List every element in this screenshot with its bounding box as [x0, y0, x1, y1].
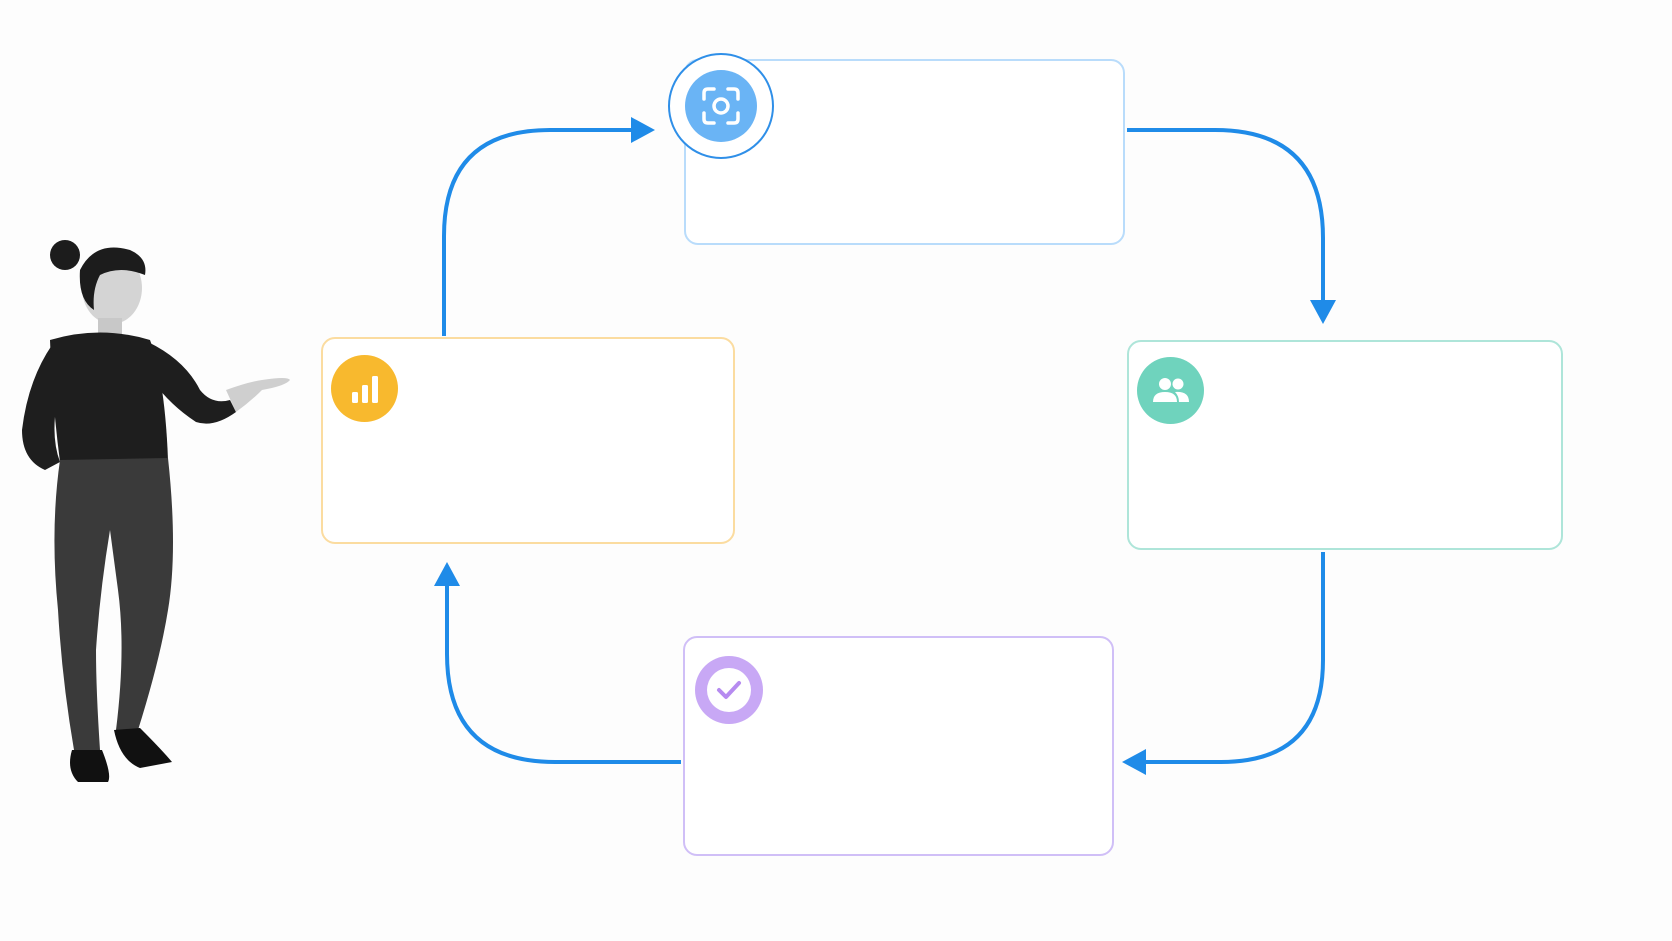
arrowhead-down [1310, 300, 1336, 324]
check-circle-icon [695, 656, 763, 724]
arrowhead-up [434, 562, 460, 586]
step-card-focus [684, 59, 1125, 245]
person-pointing-illustration [22, 240, 290, 782]
arrow-focus-to-team [1127, 128, 1325, 300]
arrowhead-right [631, 117, 655, 143]
arrow-analyze-to-focus [442, 128, 632, 336]
arrowhead-left [1122, 749, 1146, 775]
arrow-verify-to-analyze [445, 585, 681, 764]
arrow-team-to-verify [1145, 552, 1325, 764]
people-icon [1137, 357, 1204, 424]
focus-scan-icon [668, 53, 774, 159]
bar-chart-icon [331, 355, 398, 422]
